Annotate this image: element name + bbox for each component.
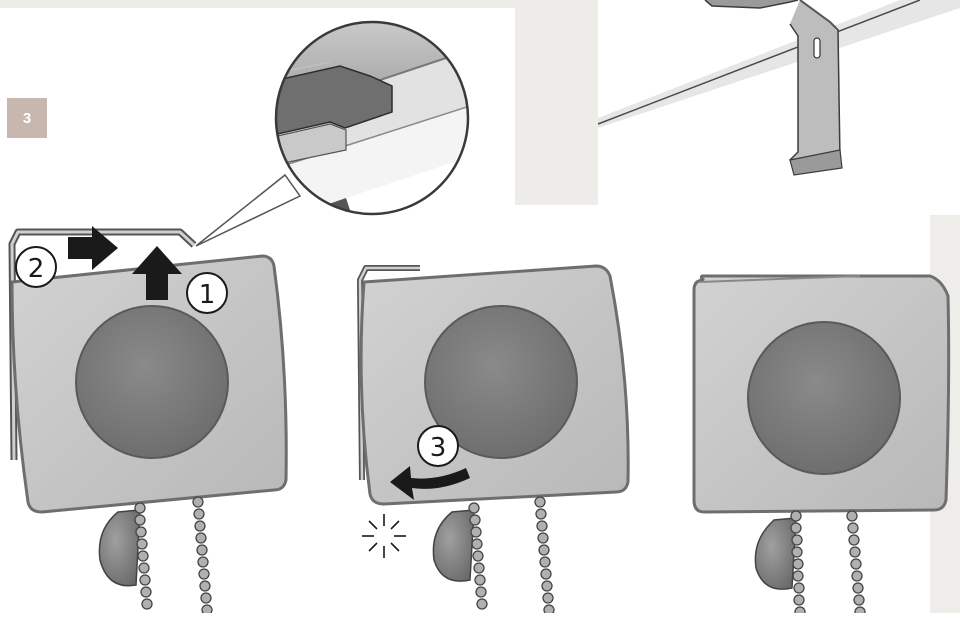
bead-chain-middle <box>469 497 554 613</box>
bead-chain-left <box>135 497 212 613</box>
callout-3: 3 <box>430 433 447 463</box>
callout-2: 2 <box>28 254 45 284</box>
magnifier-detail-circle <box>196 0 520 246</box>
pull-weight <box>433 510 474 581</box>
callout-1: 1 <box>199 280 216 310</box>
control-disk <box>76 306 228 458</box>
headrail-right-assembly <box>694 276 949 613</box>
headrail-left-assembly: 2 1 <box>12 226 286 613</box>
pull-weight <box>99 510 140 586</box>
bead-chain-right <box>791 511 865 613</box>
headrail-middle-assembly: 3 <box>360 266 628 613</box>
pull-weight <box>755 518 796 589</box>
click-spark-icon <box>362 514 406 558</box>
step-number-badge: 3 <box>7 98 47 138</box>
control-disk <box>748 322 900 474</box>
